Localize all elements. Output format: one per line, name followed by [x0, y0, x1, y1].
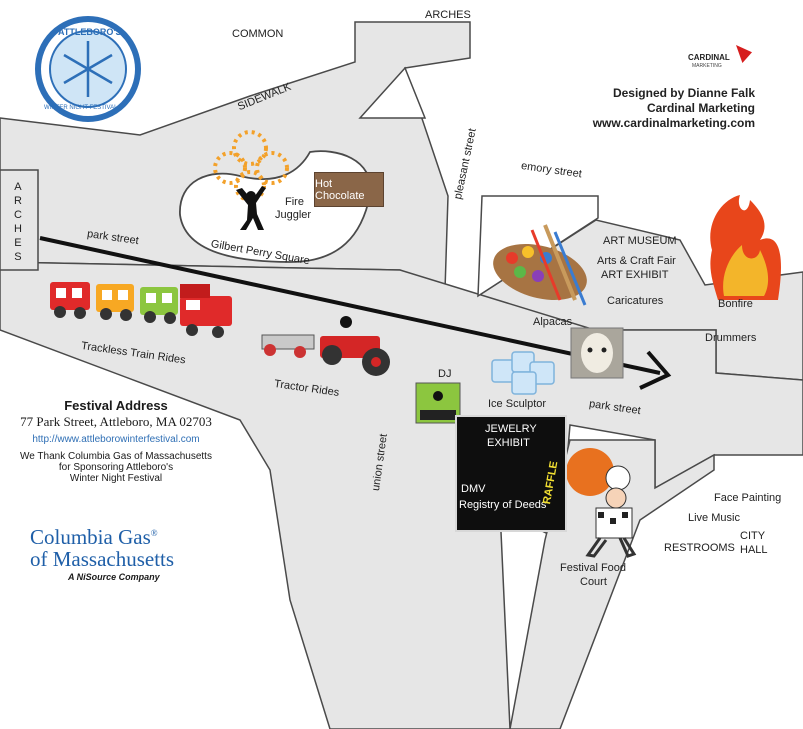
dj-booth: [415, 382, 461, 424]
festival-logo: ATTLEBORO'S WINTER NIGHT FESTIVAL: [30, 15, 146, 125]
address-url[interactable]: http://www.attleborowinterfestival.com: [32, 434, 200, 445]
sponsor-reg: ®: [150, 528, 158, 538]
sponsor-name-line2: of Massachusetts: [30, 547, 175, 571]
festival-logo-title: ATTLEBORO'S: [58, 27, 122, 37]
restrooms-label: RESTROOMS: [664, 542, 735, 554]
drummers-label: Drummers: [705, 332, 757, 344]
food-court-label-2: Court: [580, 576, 607, 588]
caricatures-label: Caricatures: [607, 295, 664, 307]
arches-letter-a: A: [14, 181, 22, 193]
bonfire-label: Bonfire: [718, 298, 753, 310]
art-exhibit-label: ART EXHIBIT: [601, 269, 669, 281]
fire-juggler-label-2: Juggler: [275, 209, 312, 221]
city-hall-label-2: HALL: [740, 544, 768, 556]
food-court-label-1: Festival Food: [560, 562, 627, 574]
arches-letter-r: R: [14, 195, 22, 207]
thanks-line-3: Winter Night Festival: [69, 473, 163, 484]
arches-letter-c: C: [14, 209, 22, 221]
credits-website[interactable]: www.cardinalmarketing.com: [592, 116, 755, 130]
raffle-label: RAFFLE: [541, 460, 561, 506]
alpaca-photo: [570, 327, 624, 379]
festival-address: Festival Address 77 Park Street, Attlebo…: [10, 398, 222, 484]
street-label-arches-top: ARCHES: [425, 9, 471, 21]
live-music-label: Live Music: [688, 512, 740, 524]
tractor: [261, 316, 390, 376]
city-hall-label-1: CITY: [740, 530, 766, 542]
ice-sculptor-label: Ice Sculptor: [488, 398, 547, 410]
trackless-train: [50, 282, 232, 338]
island-triangle: [358, 66, 427, 119]
chef-figure: [566, 448, 637, 558]
sponsor-name-line1: Columbia Gas®: [30, 522, 174, 548]
dmv-label: DMV: [461, 483, 486, 495]
arts-craft-label: Arts & Craft Fair: [597, 255, 676, 267]
face-painting-label: Face Painting: [714, 492, 782, 504]
ice-cubes: [491, 351, 555, 395]
arches-letter-s: S: [14, 251, 22, 263]
sponsor-name: Columbia Gas: [30, 525, 151, 549]
jewelry-label-1: JEWELRY: [485, 423, 537, 435]
alpacas-label: Alpacas: [533, 316, 573, 328]
sponsor-logo: Columbia Gas® of Massachusetts A NiSourc…: [30, 522, 174, 582]
thanks-line-2: for Sponsoring Attleboro's: [58, 462, 174, 473]
cardinal-logo-name: CARDINAL: [688, 53, 730, 62]
jewelry-label-2: EXHIBIT: [487, 437, 530, 449]
snowflake-icon: [35, 16, 141, 122]
cardinal-logo-sub: MARKETING: [692, 63, 722, 69]
street-label-common: COMMON: [232, 28, 284, 40]
art-museum-label: ART MUSEUM: [603, 235, 677, 247]
address-street: 77 Park Street, Attleboro, MA 02703: [20, 414, 212, 429]
registry-label: Registry of Deeds: [459, 499, 547, 511]
sponsor-tag: A NiSource Company: [68, 572, 160, 582]
fire-juggler-label-1: Fire: [285, 196, 304, 208]
bonfire-flames: [710, 195, 781, 300]
festival-logo-subtitle: WINTER NIGHT FESTIVAL: [44, 105, 118, 111]
juggler-figure: [236, 186, 266, 230]
address-heading: Festival Address: [64, 398, 168, 413]
route-arrowhead: [639, 350, 672, 390]
dj-label: DJ: [438, 368, 452, 380]
arches-letter-e: E: [14, 237, 22, 249]
road-park-street: [0, 261, 803, 729]
credits-company: Cardinal Marketing: [646, 101, 755, 115]
thanks-line-1: We Thank Columbia Gas of Massachusetts: [20, 451, 212, 462]
route-line: [39, 236, 661, 375]
road-arches-left: [0, 169, 39, 271]
jewelry-exhibit-box: JEWELRY EXHIBIT DMV Registry of Deeds RA…: [455, 415, 567, 532]
credits: Designed by Dianne Falk Cardinal Marketi…: [593, 86, 755, 131]
art-museum-block: ART MUSEUM Arts & Craft Fair ART EXHIBIT…: [595, 213, 680, 321]
arches-letter-h: H: [14, 223, 22, 235]
credits-designer: Designed by Dianne Falk: [612, 86, 755, 100]
hot-chocolate-stand: Hot Chocolate: [314, 172, 384, 207]
art-palette: [493, 224, 587, 306]
